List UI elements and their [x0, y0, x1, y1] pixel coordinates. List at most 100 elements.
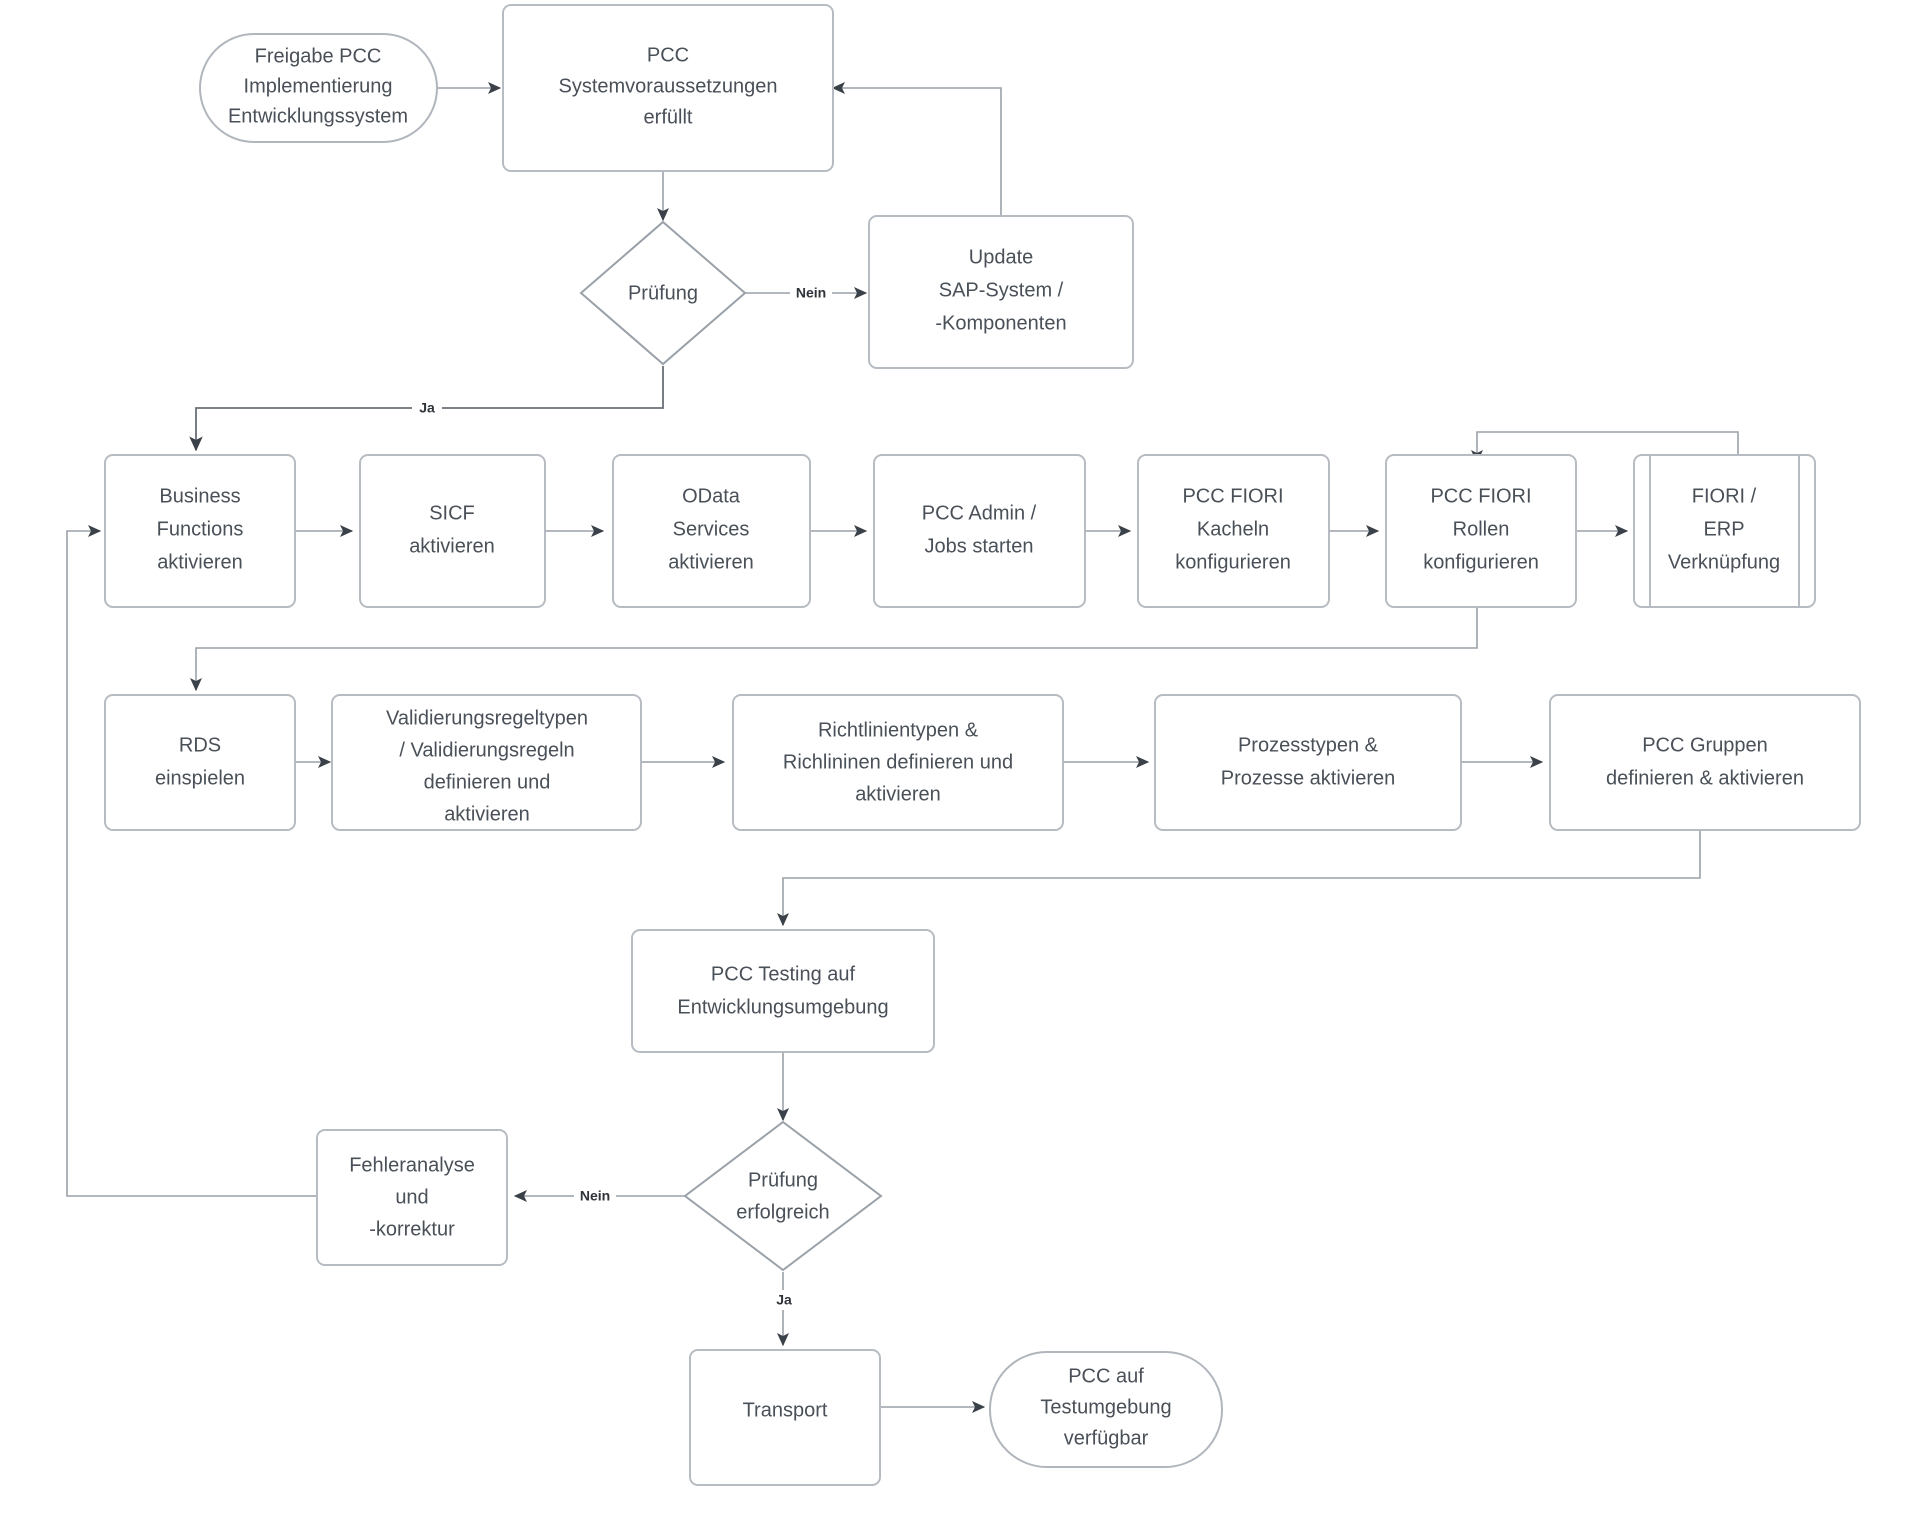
- node-fiori-erp-shape[interactable]: [1633, 454, 1816, 608]
- node-rds-shape[interactable]: [104, 694, 296, 831]
- node-start-line-1: Implementierung: [244, 75, 393, 97]
- node-rds-line-0: RDS: [179, 734, 221, 756]
- node-odata-shape[interactable]: [612, 454, 811, 608]
- node-fehleranalyse-line-0: Fehleranalyse: [349, 1154, 475, 1176]
- node-pruefung1-shape[interactable]: [579, 220, 747, 366]
- node-pruefung2[interactable]: Prüfung erfolgreich: [683, 1120, 883, 1272]
- node-fiori-rollen-shape[interactable]: [1385, 454, 1577, 608]
- node-pcc-testing-line-0: PCC Testing auf: [711, 963, 856, 985]
- node-pruefung2-line-1: erfolgreich: [736, 1201, 829, 1223]
- node-pcc-admin[interactable]: PCC Admin / Jobs starten: [873, 454, 1086, 608]
- node-fiori-erp-line-0: FIORI /: [1692, 485, 1757, 507]
- node-pruefung1[interactable]: Prüfung: [579, 220, 747, 366]
- node-sicf-line-1: aktivieren: [409, 535, 495, 557]
- edge-label-pruefung1-ja: Ja: [419, 400, 435, 416]
- node-pcc-admin-line-1: Jobs starten: [925, 535, 1034, 557]
- node-sysvoraussetzungen-shape[interactable]: [502, 4, 834, 172]
- node-fiori-rollen-line-1: Rollen: [1453, 518, 1510, 540]
- node-fiori-kacheln-line-0: PCC FIORI: [1182, 485, 1283, 507]
- node-fehleranalyse[interactable]: Fehleranalyse und -korrektur: [316, 1129, 508, 1266]
- node-pcc-admin-line-0: PCC Admin /: [922, 502, 1037, 524]
- node-transport[interactable]: Transport: [689, 1349, 881, 1486]
- node-rds-line-1: einspielen: [155, 767, 245, 789]
- node-business-functions-shape[interactable]: [104, 454, 296, 608]
- node-update-sap-shape[interactable]: [868, 215, 1134, 369]
- node-fehleranalyse-line-1: und: [395, 1186, 428, 1208]
- node-pcc-gruppen-line-0: PCC Gruppen: [1642, 734, 1768, 756]
- node-fiori-kacheln-line-1: Kacheln: [1197, 518, 1269, 540]
- node-sysvoraussetzungen-line-1: Systemvoraussetzungen: [558, 75, 777, 97]
- node-odata[interactable]: OData Services aktivieren: [612, 454, 811, 608]
- node-sicf-line-0: SICF: [429, 502, 475, 524]
- node-richtlinien-shape[interactable]: [732, 694, 1064, 831]
- edge-update-sap-to-sysvoraussetzungen: [831, 82, 1002, 216]
- node-odata-line-2: aktivieren: [668, 551, 754, 573]
- node-end-line-2: verfügbar: [1064, 1427, 1149, 1449]
- node-start[interactable]: Freigabe PCC Implementierung Entwicklung…: [199, 33, 438, 143]
- edge-label-bg: [769, 1290, 799, 1310]
- node-pruefung1-line-0: Prüfung: [628, 282, 698, 304]
- edge-pcc-gruppen-to-pcc-testing: [777, 831, 1701, 927]
- node-fiori-kacheln-shape[interactable]: [1137, 454, 1330, 608]
- node-fiori-kacheln-line-2: konfigurieren: [1175, 551, 1291, 573]
- node-business-functions-line-2: aktivieren: [157, 551, 243, 573]
- node-prozesstypen-shape[interactable]: [1154, 694, 1462, 831]
- node-start-shape[interactable]: [199, 33, 438, 143]
- node-richtlinien[interactable]: Richtlinientypen & Richlininen definiere…: [732, 694, 1064, 831]
- node-end-shape[interactable]: [989, 1351, 1223, 1468]
- node-richtlinien-line-1: Richlininen definieren und: [783, 751, 1013, 773]
- edge-label-pruefung2-nein: Nein: [580, 1188, 610, 1204]
- node-prozesstypen-line-0: Prozesstypen &: [1238, 734, 1379, 756]
- node-fiori-rollen[interactable]: PCC FIORI Rollen konfigurieren: [1385, 454, 1577, 608]
- nodes-layer: Freigabe PCC Implementierung Entwicklung…: [104, 4, 1861, 1486]
- node-end-line-1: Testumgebung: [1040, 1396, 1171, 1418]
- node-sysvoraussetzungen[interactable]: PCC Systemvoraussetzungen erfüllt: [502, 4, 834, 172]
- node-sicf-shape[interactable]: [359, 454, 546, 608]
- node-update-sap-line-1: SAP-System /: [939, 279, 1064, 301]
- node-rds[interactable]: RDS einspielen: [104, 694, 296, 831]
- node-update-sap-line-0: Update: [969, 246, 1034, 268]
- node-pcc-gruppen[interactable]: PCC Gruppen definieren & aktivieren: [1549, 694, 1861, 831]
- node-validierungsregeln-shape[interactable]: [331, 694, 642, 831]
- node-start-line-2: Entwicklungssystem: [228, 105, 408, 127]
- node-fehleranalyse-line-2: -korrektur: [369, 1218, 455, 1240]
- node-pcc-testing[interactable]: PCC Testing auf Entwicklungsumgebung: [631, 929, 935, 1053]
- node-business-functions[interactable]: Business Functions aktivieren: [104, 454, 296, 608]
- node-fiori-kacheln[interactable]: PCC FIORI Kacheln konfigurieren: [1137, 454, 1330, 608]
- node-pruefung2-shape[interactable]: [683, 1120, 883, 1272]
- node-business-functions-line-1: Functions: [157, 518, 244, 540]
- edge-fiori-erp-to-fiori-rollen-loop: [1471, 431, 1739, 465]
- node-pcc-testing-line-1: Entwicklungsumgebung: [677, 996, 888, 1018]
- node-end[interactable]: PCC auf Testumgebung verfügbar: [989, 1351, 1223, 1468]
- node-pcc-testing-shape[interactable]: [631, 929, 935, 1053]
- node-pcc-gruppen-shape[interactable]: [1549, 694, 1861, 831]
- node-validierungsregeln-line-2: definieren und: [424, 771, 551, 793]
- node-richtlinien-line-2: aktivieren: [855, 783, 941, 805]
- node-fehleranalyse-shape[interactable]: [316, 1129, 508, 1266]
- node-start-line-0: Freigabe PCC: [255, 45, 382, 67]
- node-odata-line-0: OData: [682, 485, 741, 507]
- node-pcc-admin-shape[interactable]: [873, 454, 1086, 608]
- node-prozesstypen[interactable]: Prozesstypen & Prozesse aktivieren: [1154, 694, 1462, 831]
- edge-fehleranalyse-to-business-functions: [66, 525, 317, 1197]
- node-richtlinien-line-0: Richtlinientypen &: [818, 719, 979, 741]
- node-update-sap-line-2: -Komponenten: [935, 312, 1066, 334]
- edge-label-pruefung1-nein: Nein: [796, 285, 826, 301]
- edge-labels-layer: Nein Ja Nein Ja: [412, 283, 832, 1310]
- node-sicf[interactable]: SICF aktivieren: [359, 454, 546, 608]
- node-update-sap[interactable]: Update SAP-System / -Komponenten: [868, 215, 1134, 369]
- node-sysvoraussetzungen-line-0: PCC: [647, 44, 689, 66]
- edge-label-bg: [412, 398, 442, 418]
- node-sysvoraussetzungen-line-2: erfüllt: [644, 106, 693, 128]
- node-pruefung2-line-0: Prüfung: [748, 1169, 818, 1191]
- node-fiori-erp-line-1: ERP: [1703, 518, 1744, 540]
- node-transport-shape[interactable]: [689, 1349, 881, 1486]
- node-validierungsregeln[interactable]: Validierungsregeltypen / Validierungsreg…: [331, 694, 642, 831]
- edge-label-pruefung2-ja: Ja: [776, 1292, 792, 1308]
- node-fiori-erp[interactable]: FIORI / ERP Verknüpfung: [1633, 454, 1816, 608]
- edge-label-bg: [574, 1186, 616, 1206]
- node-prozesstypen-line-1: Prozesse aktivieren: [1221, 767, 1396, 789]
- node-pcc-gruppen-line-1: definieren & aktivieren: [1606, 767, 1804, 789]
